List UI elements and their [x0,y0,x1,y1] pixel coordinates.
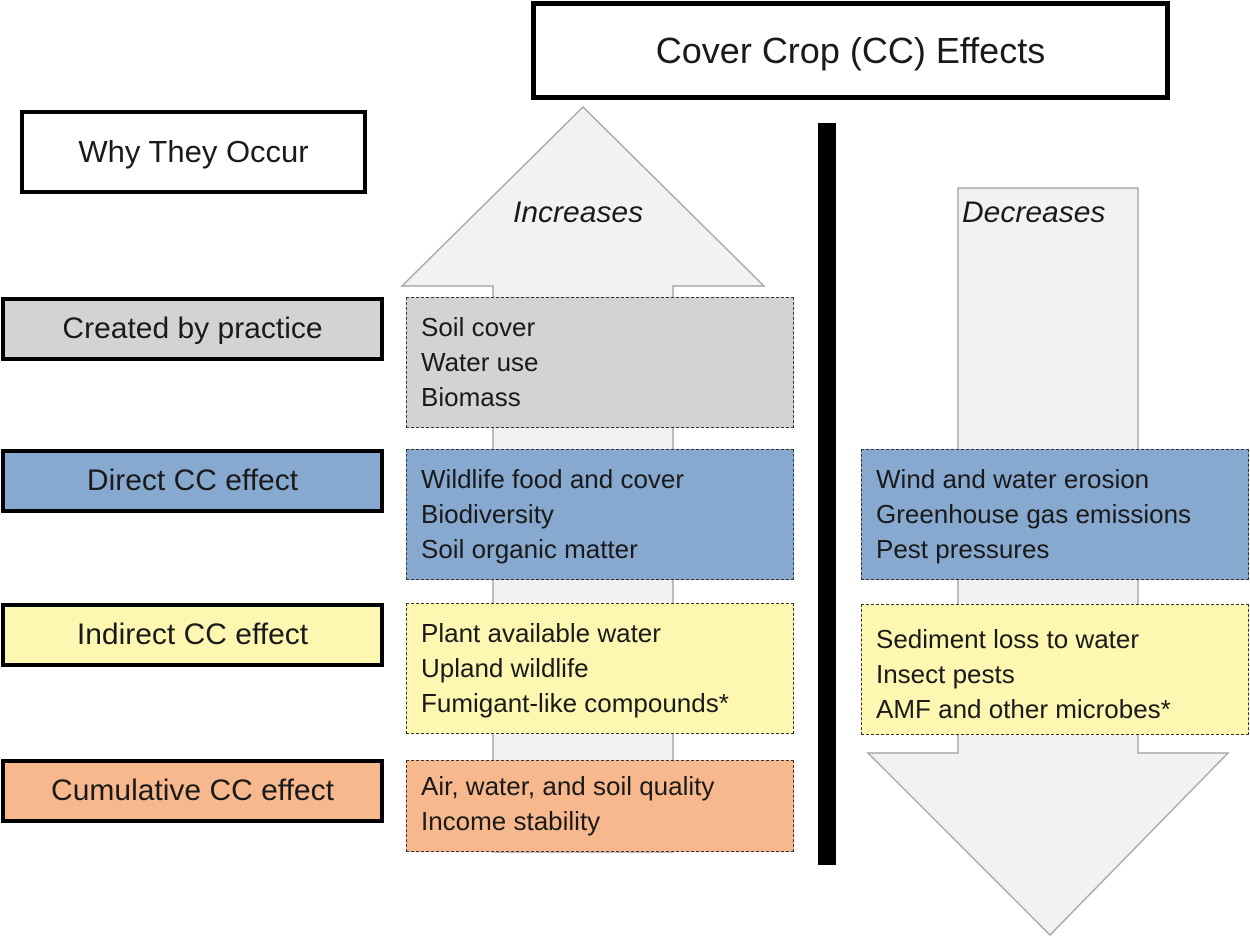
effect-item: Greenhouse gas emissions [876,499,1192,529]
diagram-title-text: Cover Crop (CC) Effects [655,29,1046,71]
effect-item: Air, water, and soil quality [421,771,715,801]
category-label-text: Direct CC effect [86,464,299,497]
increases-box-created: Soil cover Water use Biomass [406,297,794,428]
effect-item: Biomass [421,382,521,412]
effect-item: Soil organic matter [421,534,638,564]
increases-box-direct: Wildlife food and cover Biodiversity Soi… [406,449,794,580]
decreases-box-indirect: Sediment loss to water Insect pests AMF … [861,604,1249,735]
decreases-box-direct: Wind and water erosion Greenhouse gas em… [861,449,1249,580]
decreases-label: Decreases [962,196,1106,229]
effect-item: Wind and water erosion [876,464,1150,494]
effect-item: Pest pressures [876,534,1050,564]
effect-item: Fumigant-like compounds* [421,688,729,718]
increases-box-indirect: Plant available water Upland wildlife Fu… [406,603,794,734]
category-label-text: Indirect CC effect [76,618,309,651]
effect-item: Sediment loss to water [876,624,1140,654]
category-label-text: Created by practice [62,312,323,345]
effect-item: Wildlife food and cover [421,464,685,494]
diagram-title: Cover Crop (CC) Effects [531,1,1170,100]
effect-item: Insect pests [876,659,1015,689]
effect-item: Income stability [421,806,601,836]
category-label-created: Created by practice [1,297,384,361]
vertical-divider [818,123,836,865]
category-label-indirect: Indirect CC effect [1,603,384,667]
effect-item: Biodiversity [421,499,554,529]
effect-item: AMF and other microbes* [876,694,1171,724]
category-label-text: Cumulative CC effect [51,774,334,807]
effect-item: Plant available water [421,618,661,648]
category-label-cumulative: Cumulative CC effect [1,759,384,823]
increases-box-cumulative: Air, water, and soil quality Income stab… [406,760,794,852]
why-they-occur-text: Why They Occur [78,134,309,169]
category-label-direct: Direct CC effect [1,449,384,513]
why-they-occur-header: Why They Occur [20,110,367,194]
increases-label: Increases [513,196,644,229]
effect-item: Water use [421,347,539,377]
effect-item: Upland wildlife [421,653,589,683]
effect-item: Soil cover [421,312,536,342]
